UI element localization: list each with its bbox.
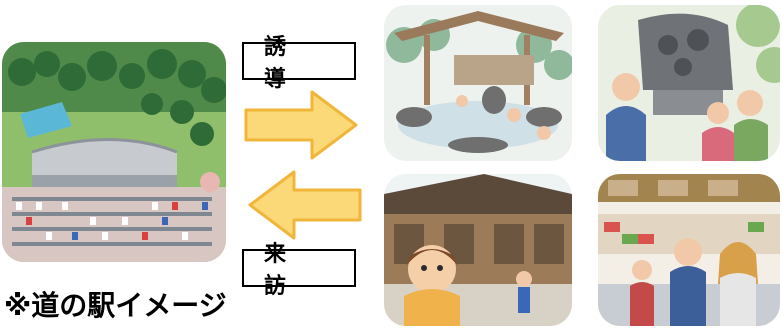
statue-image (598, 5, 780, 161)
guide-label: 誘 導 (242, 35, 356, 92)
arrow-left-icon (248, 170, 362, 240)
market-image (598, 174, 780, 326)
street-image (384, 174, 572, 326)
caption-text: ※道の駅イメージ (4, 289, 227, 322)
arrow-right-icon (244, 90, 358, 160)
visit-label: 来 訪 (242, 242, 356, 299)
onsen-image (384, 5, 572, 161)
roadside-station-image (2, 42, 226, 262)
